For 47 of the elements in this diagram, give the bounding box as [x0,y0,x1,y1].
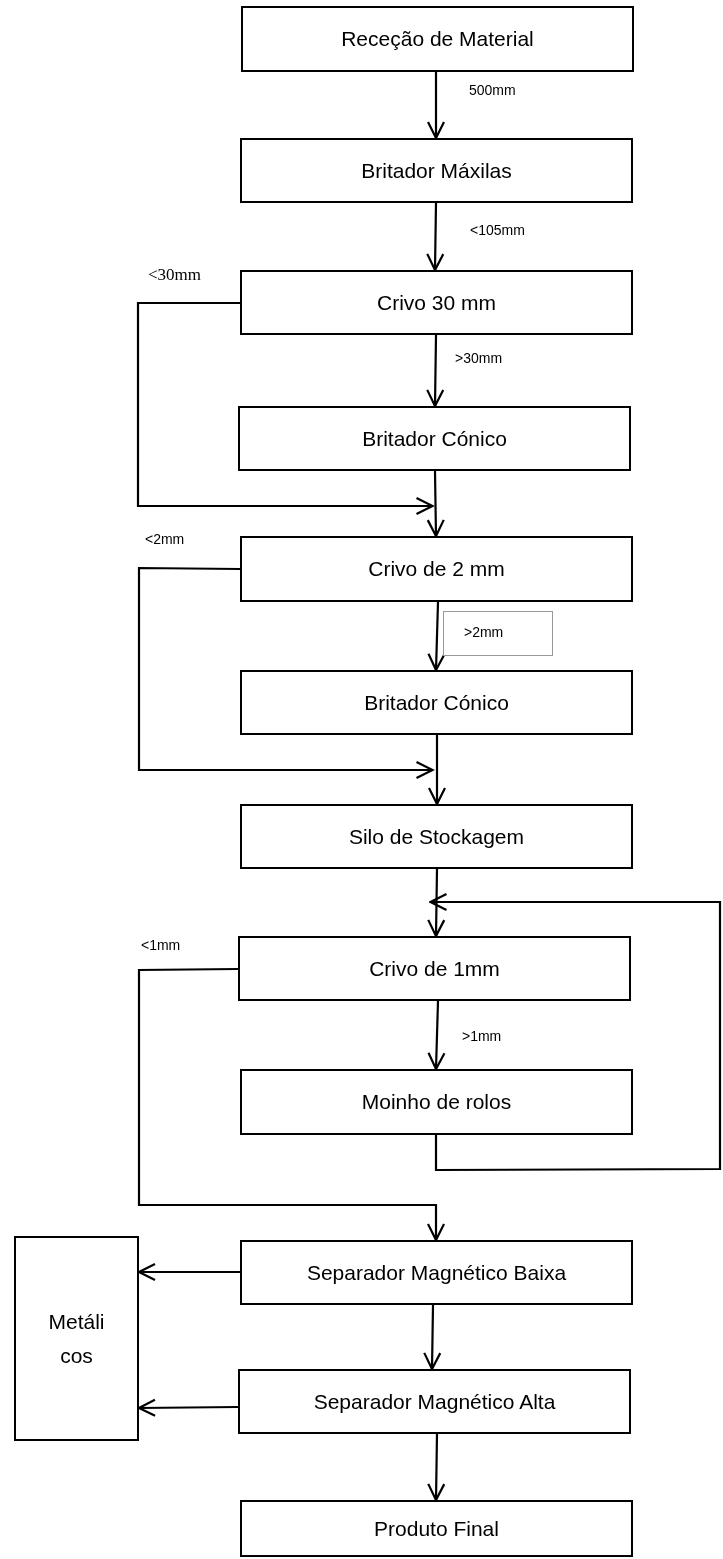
process-label: Britador Cónico [364,689,509,716]
process-box [240,804,633,869]
arrow [423,1305,442,1371]
process-box [240,270,633,335]
process-box [240,1500,633,1557]
arrow [427,1000,446,1071]
process-label: Metáli cos [47,1308,106,1369]
process-label: Separador Magnético Alta [313,1388,556,1415]
arrow [427,869,446,938]
edge-label: <2mm [145,531,185,547]
process-label: Receção de Material [341,26,534,53]
arrow [136,301,434,516]
process-label: Moinho de rolos [361,1089,512,1116]
edge-label: <105mm [470,222,525,238]
edge-label: >1mm [462,1028,502,1044]
edge-label: >2mm [443,611,553,656]
process-label: Britador Cónico [362,425,507,452]
process-box [240,536,633,602]
process-box [240,138,633,203]
process-label: Crivo de 2 mm [368,556,505,583]
arrow [427,601,446,672]
process-box [238,406,631,471]
process-label: Crivo de 1mm [369,955,500,982]
arrow [426,471,445,538]
arrow [426,203,445,272]
arrow [426,72,446,140]
process-label: Separador Magnético Baixa [306,1259,567,1286]
arrow [427,735,447,806]
process-box [241,6,634,72]
process-box [238,1369,631,1434]
process-box [14,1236,139,1441]
process-label: Britador Máxilas [361,157,512,184]
arrow [137,566,434,780]
process-label: Produto Final [374,1515,499,1542]
edge-label: <1mm [141,937,181,953]
process-label: Silo de Stockagem [348,823,525,850]
process-box [240,670,633,735]
process-box [240,1240,633,1305]
arrow [427,1434,446,1502]
arrow [137,967,446,1242]
process-box [238,936,631,1001]
edge-label: 500mm [469,82,516,98]
arrow [426,335,445,408]
edge-label: >30mm [455,350,503,366]
arrow [429,892,722,1172]
process-box [240,1069,633,1135]
process-label: Crivo 30 mm [377,289,496,316]
